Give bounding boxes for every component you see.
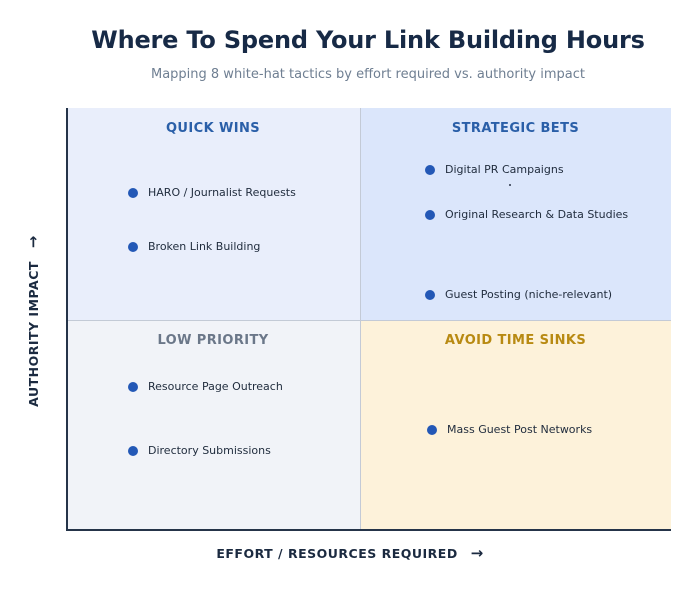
stray-mark [509, 184, 511, 186]
tactic-item: Directory Submissions [128, 444, 271, 457]
quadrant-divider-vertical [360, 108, 361, 531]
arrow-right-icon: → [470, 544, 484, 562]
tactic-label: Digital PR Campaigns [445, 163, 564, 176]
effort-impact-matrix: QUICK WINS HARO / Journalist Requests Br… [66, 108, 671, 531]
quadrant-avoid-time-sinks: AVOID TIME SINKS Mass Guest Post Network… [360, 320, 671, 531]
page-title: Where To Spend Your Link Building Hours [91, 26, 645, 54]
tactic-dot [425, 209, 435, 220]
tactic-item: Digital PR Campaigns [425, 163, 564, 176]
tactic-dot [128, 187, 138, 198]
y-axis-label-text: AUTHORITY IMPACT [26, 261, 41, 407]
x-axis-line [66, 529, 671, 531]
tactic-dot [128, 381, 138, 392]
tactic-label: Guest Posting (niche-relevant) [445, 288, 613, 301]
quadrant-strategic-bets: STRATEGIC BETS Digital PR Campaigns Orig… [360, 108, 671, 320]
tactic-label: Original Research & Data Studies [445, 208, 629, 221]
x-axis-label: EFFORT / RESOURCES REQUIRED → [0, 544, 700, 562]
y-axis-label: AUTHORITY IMPACT → [24, 235, 42, 407]
tactic-item: Broken Link Building [128, 240, 260, 253]
tactic-label: Resource Page Outreach [148, 380, 283, 393]
page-subtitle: Mapping 8 white-hat tactics by effort re… [150, 67, 585, 82]
tactic-item: Original Research & Data Studies [425, 208, 628, 221]
quadrant-divider-horizontal [66, 320, 671, 321]
tactic-dot [425, 164, 435, 175]
tactic-item: Mass Guest Post Networks [427, 423, 592, 436]
tactic-dot [128, 241, 138, 252]
quadrant-label-quick-wins: QUICK WINS [165, 121, 260, 136]
tactic-dot [425, 289, 435, 300]
tactic-item: Resource Page Outreach [128, 380, 283, 393]
quadrant-low-priority: LOW PRIORITY Resource Page Outreach Dire… [66, 320, 360, 531]
tactic-label: HARO / Journalist Requests [148, 186, 296, 199]
arrow-up-icon: → [24, 235, 42, 249]
tactic-label: Directory Submissions [148, 444, 271, 457]
quadrant-label-strategic-bets: STRATEGIC BETS [451, 121, 580, 136]
tactic-label: Broken Link Building [148, 240, 261, 253]
quadrant-label-avoid-time-sinks: AVOID TIME SINKS [444, 333, 587, 348]
x-axis-label-text: EFFORT / RESOURCES REQUIRED [216, 546, 458, 561]
tactic-dot [427, 424, 437, 435]
tactic-label: Mass Guest Post Networks [447, 423, 593, 436]
tactic-item: HARO / Journalist Requests [128, 186, 296, 199]
tactic-item: Guest Posting (niche-relevant) [425, 288, 612, 301]
y-axis-line [66, 108, 68, 531]
quadrant-label-low-priority: LOW PRIORITY [157, 333, 269, 348]
tactic-dot [128, 445, 138, 456]
quadrant-quick-wins: QUICK WINS HARO / Journalist Requests Br… [66, 108, 360, 320]
